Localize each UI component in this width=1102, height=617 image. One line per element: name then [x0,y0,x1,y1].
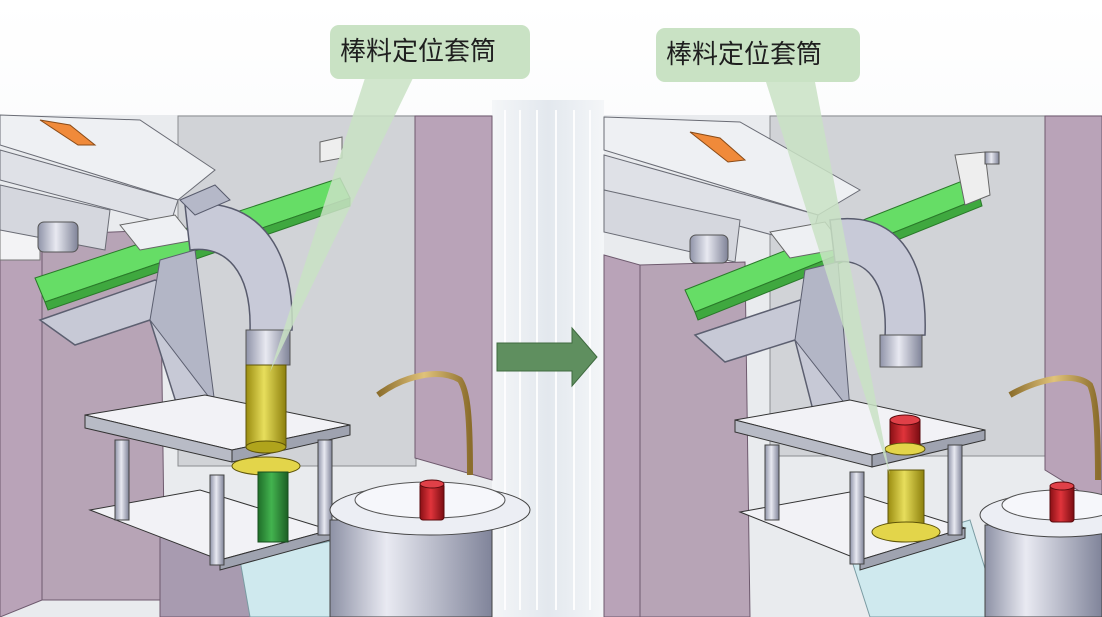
conveyor-bracket [319,136,343,163]
orange-bar [689,131,747,163]
sleeve-flange [871,521,941,543]
post [947,444,963,536]
callout-pointer-left [270,78,413,372]
upper-table-front [734,419,873,468]
callout-pointer-right [766,82,890,475]
red-cap-top [1049,481,1075,491]
side-wall-right [414,115,493,481]
red-cap-top [419,479,445,489]
red-cap [419,482,445,521]
roller-knob [37,221,79,253]
post [317,439,333,536]
pipe-outlet [879,334,923,368]
curved-pipe [829,217,926,338]
pipe-outlet [245,329,291,366]
frame-plate [0,184,111,251]
orange-bar [39,119,97,146]
sleeve-top-ring [884,442,926,456]
upper-table-front [84,414,233,463]
conveyor-bracket [954,151,991,206]
brass-pipe [1008,375,1101,481]
feeder-chute [0,114,216,201]
curved-pipe [184,203,293,333]
pipe-bracket [179,184,231,216]
callout-label-right: 棒料定位套筒 [656,28,860,82]
right-arrow-icon [496,326,598,388]
callout-label-left: 棒料定位套筒 [330,25,530,79]
red-cap-top [889,414,921,426]
sleeve-bottom [245,440,287,454]
drum-body [329,519,493,617]
post [849,471,865,565]
positioning-sleeve [245,364,287,448]
drum-body [984,524,1102,617]
roller-knob [689,234,729,264]
post [764,444,780,521]
side-wall-right [1044,115,1102,506]
side-wall-left [0,224,43,617]
front-wall [639,261,751,617]
bracket-pin [984,151,1000,165]
post [114,439,130,521]
machine-scene-before [0,114,531,617]
green-rod [257,471,289,543]
brass-pipe [376,371,473,476]
side-wall-left [603,254,641,617]
feeder-chute [603,116,861,216]
red-cap [1049,484,1075,523]
machine-scene-after [603,115,1102,617]
post [209,474,225,566]
